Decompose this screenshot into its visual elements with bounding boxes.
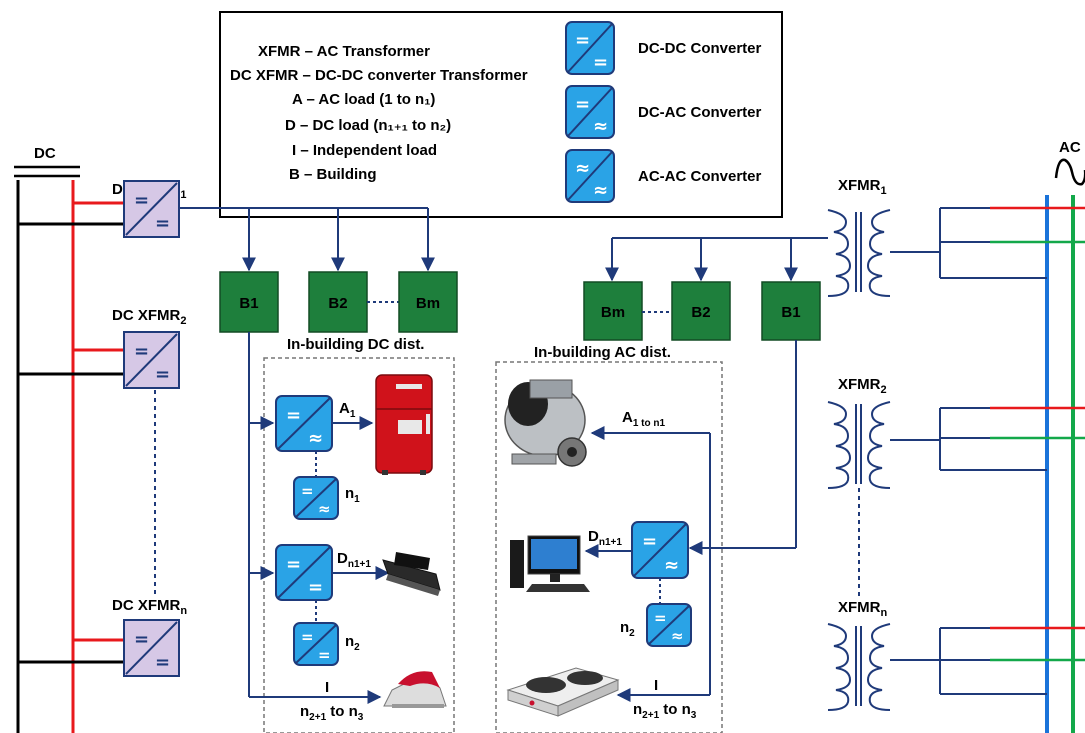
svg-text:=: = — [654, 609, 667, 627]
conv-top-glyph: ≈ — [575, 158, 590, 179]
legend: XFMR – AC Transformer DC XFMR – DC-DC co… — [219, 11, 783, 218]
ac-building-b2: B2 — [671, 281, 731, 341]
conv-bottom-glyph: = — [593, 52, 608, 73]
legend-dcac-converter-icon: = ≈ — [565, 85, 615, 139]
dc-load-d-label: Dn1+1 — [337, 550, 371, 570]
ac-xfmr-1-label: XFMR1 — [838, 177, 887, 197]
svg-text:≈: ≈ — [671, 627, 684, 645]
dc-converter-n1-icon: = ≈ — [293, 476, 339, 520]
dc-side: DC DC XFMR1 = = DC XFMR2 = = — [14, 145, 458, 733]
conv-bottom-glyph: ≈ — [593, 116, 608, 137]
svg-text:B2: B2 — [328, 295, 347, 312]
dc-xfmr-n-label: DC XFMRn — [112, 597, 187, 617]
dc-dist-box — [263, 357, 455, 733]
legend-dcdc-label: DC-DC Converter — [638, 40, 762, 57]
svg-text:B2: B2 — [691, 304, 710, 321]
dc-load-i-label: I — [325, 679, 329, 696]
refrigerator-icon — [375, 374, 433, 475]
ac-converter-d-icon: = ≈ — [631, 521, 689, 579]
dc-converter-d-icon: = = — [275, 544, 333, 601]
dc-load-a1-label: A1 — [339, 400, 356, 420]
svg-text:B1: B1 — [781, 304, 800, 321]
dc-dist-label: In-building DC dist. — [287, 336, 424, 353]
ac-load-i-label: I — [654, 677, 658, 694]
svg-text:=: = — [318, 646, 331, 664]
ac-xfmr-n-label: XFMRn — [838, 599, 888, 619]
ac-xfmr-2-icon — [827, 401, 891, 489]
legend-line-d: D – DC load (n₁₊₁ to n₂) — [285, 117, 451, 134]
ac-dist-label: In-building AC dist. — [534, 344, 671, 361]
ac-side: AC XFMR1 Bm — [495, 139, 1085, 733]
legend-dcac-label: DC-AC Converter — [638, 104, 762, 121]
conv-bottom-glyph: ≈ — [593, 180, 608, 201]
svg-text:B1: B1 — [239, 295, 258, 312]
conv-top-glyph: = — [575, 30, 590, 51]
ac-load-n2-label: n2 — [620, 619, 635, 639]
conv-top-glyph: = — [575, 94, 590, 115]
dc-xfmr-n-icon: = = — [123, 619, 180, 677]
sine-wave-icon — [1054, 158, 1085, 186]
svg-text:Bm: Bm — [601, 304, 625, 321]
dc-converter-a1-icon: = ≈ — [275, 395, 333, 452]
svg-text:Bm: Bm — [416, 295, 440, 312]
phone-charger-icon — [382, 552, 441, 596]
svg-text:=: = — [134, 341, 149, 362]
iron-icon — [383, 671, 447, 708]
legend-acac-label: AC-AC Converter — [638, 168, 762, 185]
ac-xfmr-n-icon — [827, 623, 891, 711]
cooktop-icon — [506, 667, 620, 717]
dc-load-n2-label: n2 — [345, 633, 360, 653]
svg-text:=: = — [301, 482, 314, 500]
svg-text:=: = — [134, 629, 149, 650]
ac-xfmr-1-icon — [827, 209, 891, 297]
dc-building-b2: B2 — [308, 271, 368, 333]
ac-converter-n2-icon: = ≈ — [646, 603, 692, 647]
svg-text:≈: ≈ — [308, 428, 323, 449]
dc-building-bm: Bm — [398, 271, 458, 333]
dc-xfmr-1-icon: = = — [123, 180, 180, 238]
svg-text:=: = — [301, 628, 314, 646]
dc-xfmr-2-label: DC XFMR2 — [112, 307, 186, 327]
dc-converter-n2-icon: = = — [293, 622, 339, 666]
legend-line-a: A – AC load (1 to n₁) — [292, 91, 435, 108]
ac-building-b1: B1 — [761, 281, 821, 341]
svg-text:=: = — [308, 577, 323, 598]
dc-load-i-range-label: n2+1 to n3 — [300, 703, 364, 723]
legend-line-b: B – Building — [289, 166, 377, 183]
svg-text:=: = — [134, 190, 149, 211]
ac-load-i-range-label: n2+1 to n3 — [633, 701, 697, 721]
dc-bus-label: DC — [34, 145, 56, 162]
legend-dcdc-converter-icon: = = — [565, 21, 615, 75]
dc-load-n1-label: n1 — [345, 485, 360, 505]
ac-building-bm: Bm — [583, 281, 643, 341]
legend-acac-converter-icon: ≈ ≈ — [565, 149, 615, 203]
svg-text:=: = — [642, 531, 657, 552]
svg-text:≈: ≈ — [318, 500, 331, 518]
svg-text:=: = — [286, 405, 301, 426]
dc-xfmr-2-icon: = = — [123, 331, 180, 389]
legend-line-xfmr: XFMR – AC Transformer — [258, 43, 430, 60]
motor-icon — [504, 379, 587, 467]
dc-building-b1: B1 — [219, 271, 279, 333]
ac-load-d-label: Dn1+1 — [588, 528, 622, 548]
ac-load-a-label: A1 to n1 — [622, 409, 666, 429]
svg-text:=: = — [286, 554, 301, 575]
ac-xfmr-2-label: XFMR2 — [838, 376, 887, 396]
svg-text:=: = — [155, 364, 170, 385]
ac-dist-box — [495, 361, 723, 733]
svg-text:≈: ≈ — [664, 555, 679, 576]
svg-text:=: = — [155, 652, 170, 673]
legend-line-i: I – Independent load — [292, 142, 437, 159]
ac-bus-label: AC — [1059, 139, 1081, 156]
computer-icon — [510, 535, 590, 592]
legend-line-dcxfmr: DC XFMR – DC-DC converter Transformer — [230, 67, 528, 84]
svg-text:=: = — [155, 213, 170, 234]
